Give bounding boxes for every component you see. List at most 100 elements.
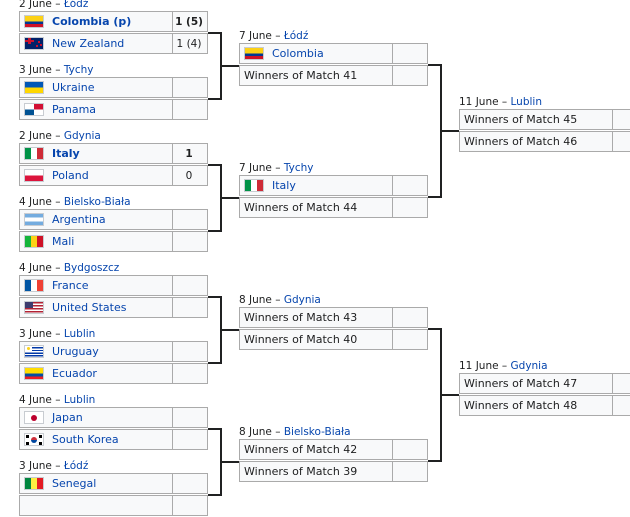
venue-city-link[interactable]: Lublin	[63, 394, 96, 406]
score-cell	[171, 430, 207, 449]
match-venue-header: 7 June – Tychy	[239, 161, 313, 175]
date-city-separator: –	[51, 394, 64, 406]
team-name-text: Winners of Match 44	[244, 201, 358, 214]
team-cell: Mali	[20, 232, 173, 251]
score-cell: 1	[185, 147, 193, 160]
team-cell: Ukraine	[20, 78, 173, 97]
bracket-connector-line	[220, 461, 239, 463]
venue-city-link[interactable]: Łódź	[63, 0, 89, 10]
team-name-link[interactable]: Uruguay	[52, 345, 99, 358]
bracket-connector-line	[208, 428, 222, 430]
venue-city-link[interactable]: Tychy	[283, 162, 314, 174]
team-name-link[interactable]: Ukraine	[52, 81, 95, 94]
venue-city-link[interactable]: Gdynia	[283, 294, 321, 306]
team-name-text: Winners of Match 41	[244, 69, 358, 82]
venue-city-link[interactable]: Łódź	[63, 460, 89, 472]
team-cell: Argentina	[20, 210, 173, 229]
score-cell	[171, 276, 207, 295]
match-sf-2: Winners of Match 47 Winners of Match 48	[459, 373, 630, 417]
date-city-separator: –	[51, 460, 64, 472]
team-name-link[interactable]: Mali	[52, 235, 75, 248]
match-date: 8 June	[239, 426, 272, 438]
bracket-connector-line	[428, 328, 442, 330]
date-city-separator: –	[51, 328, 64, 340]
team-name-link[interactable]: New Zealand	[52, 37, 125, 50]
team-cell: Colombia (p)	[20, 12, 173, 31]
team-name-link[interactable]: Italy	[272, 179, 296, 192]
venue-city-link[interactable]: Bielsko-Biała	[283, 426, 351, 438]
argentina-flag-icon	[24, 213, 44, 226]
match-venue-header: 2 June – Łódź	[19, 0, 88, 11]
team-row: South Korea	[19, 429, 208, 450]
team-row: Winners of Match 39	[239, 461, 428, 482]
team-name-link[interactable]: France	[52, 279, 89, 292]
team-row: Winners of Match 48	[459, 395, 630, 416]
team-name-text: Winners of Match 48	[464, 399, 578, 412]
team-row: Colombia	[239, 43, 428, 64]
italy-flag-icon	[244, 179, 264, 192]
venue-city-link[interactable]: Lublin	[63, 328, 96, 340]
team-name-text: Winners of Match 42	[244, 443, 358, 456]
team-name-link[interactable]: South Korea	[52, 433, 119, 446]
team-name-link[interactable]: Japan	[52, 411, 83, 424]
senegal-flag-icon	[24, 477, 44, 490]
team-name-link[interactable]: United States	[52, 301, 127, 314]
score-cell	[391, 462, 427, 481]
score-cell	[171, 474, 207, 493]
venue-city-link[interactable]: Bielsko-Biała	[63, 196, 131, 208]
team-row: United States	[19, 297, 208, 318]
team-cell: Winners of Match 41	[240, 66, 393, 85]
venue-city-link[interactable]: Gdynia	[63, 130, 101, 142]
team-cell: Winners of Match 47	[460, 374, 613, 393]
venue-city-link[interactable]: Bydgoszcz	[63, 262, 120, 274]
team-row: Colombia (p) 1 (5)	[19, 11, 208, 32]
venue-city-link[interactable]: Tychy	[63, 64, 94, 76]
score-cell	[171, 100, 207, 119]
bracket-connector-line	[428, 64, 442, 66]
bracket-connector-line	[440, 130, 459, 132]
score-cell: 1 (5)	[175, 15, 203, 28]
team-cell: France	[20, 276, 173, 295]
match-venue-header: 8 June – Bielsko-Biała	[239, 425, 351, 439]
ukraine-flag-icon	[24, 81, 44, 94]
team-name-link[interactable]: Panama	[52, 103, 97, 116]
team-row: Mali	[19, 231, 208, 252]
venue-city-link[interactable]: Gdynia	[510, 360, 548, 372]
team-cell: New Zealand	[20, 34, 173, 53]
match-date: 3 June	[19, 328, 52, 340]
team-row: Ukraine	[19, 77, 208, 98]
match-venue-header: 3 June – Tychy	[19, 63, 93, 77]
match-venue-header: 8 June – Gdynia	[239, 293, 321, 307]
match-date: 8 June	[239, 294, 272, 306]
match-qf-4: Winners of Match 42 Winners of Match 39	[239, 439, 428, 483]
team-cell: Winners of Match 42	[240, 440, 393, 459]
match-venue-header: 7 June – Łódź	[239, 29, 308, 43]
team-row: Winners of Match 44	[239, 197, 428, 218]
team-cell: Winners of Match 43	[240, 308, 393, 327]
team-cell: South Korea	[20, 430, 173, 449]
match-date: 4 June	[19, 394, 52, 406]
team-name-text: Winners of Match 46	[464, 135, 578, 148]
bracket-connector-line	[208, 362, 222, 364]
team-name-link[interactable]: Colombia	[272, 47, 324, 60]
bracket-connector-line	[220, 329, 239, 331]
score-cell	[391, 176, 427, 195]
team-row: Panama	[19, 99, 208, 120]
team-name-link[interactable]: Senegal	[52, 477, 97, 490]
team-name-link[interactable]: Colombia (p)	[52, 15, 132, 28]
venue-city-link[interactable]: Lublin	[510, 96, 542, 108]
venue-city-link[interactable]: Łódź	[283, 30, 309, 42]
team-row: Uruguay	[19, 341, 208, 362]
team-row	[19, 495, 208, 516]
team-name-link[interactable]: Italy	[52, 147, 80, 160]
bracket-connector-line	[428, 460, 442, 462]
team-name-link[interactable]: Argentina	[52, 213, 106, 226]
team-name-link[interactable]: Poland	[52, 169, 89, 182]
team-name-link[interactable]: Ecuador	[52, 367, 97, 380]
